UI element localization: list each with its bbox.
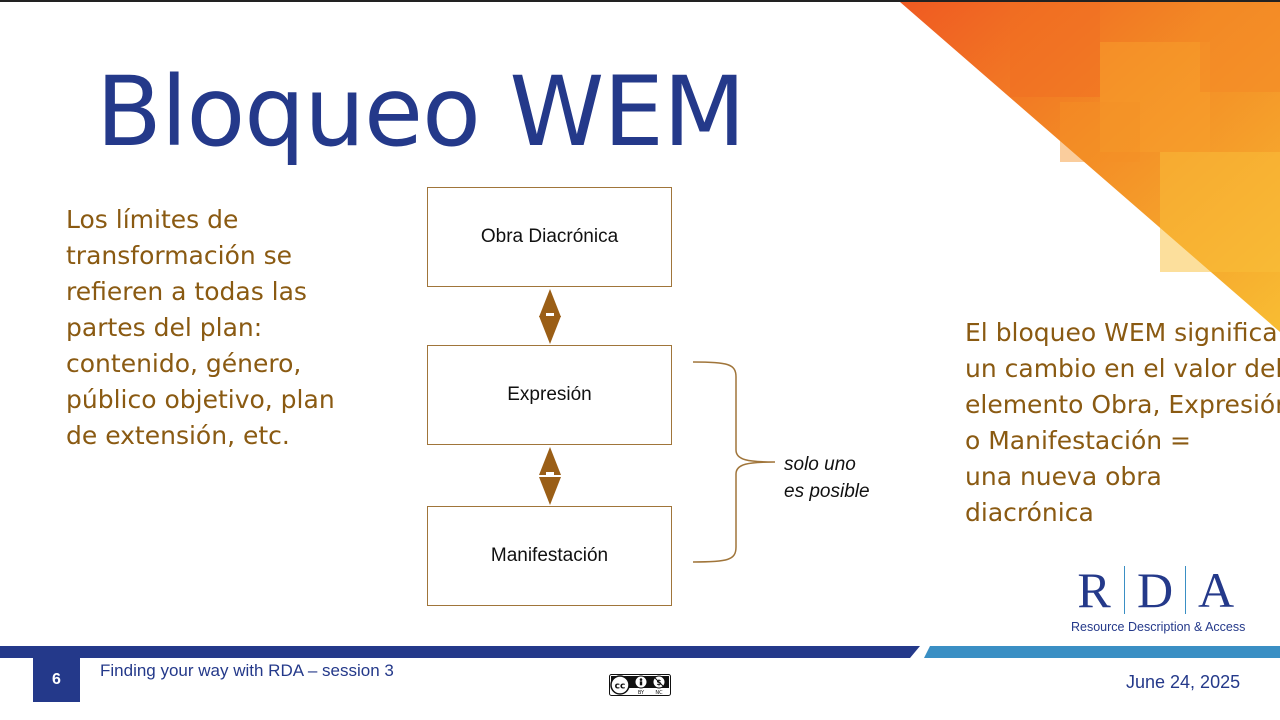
right-line: o Manifestación = (965, 426, 1191, 455)
logo-separator (1185, 566, 1186, 614)
right-line: una nueva obra (965, 462, 1162, 491)
logo-separator (1124, 566, 1125, 614)
rda-logo: R D A Resource Description & Access (1068, 562, 1258, 634)
svg-text:NC: NC (655, 690, 663, 696)
rda-logo-letters: R D A (1068, 562, 1258, 618)
left-description: Los límites de transformación se refiere… (66, 205, 335, 450)
page-number: 6 (33, 658, 80, 702)
double-arrow-2 (539, 447, 561, 505)
presentation-date: June 24, 2025 (1126, 672, 1241, 692)
rda-logo-subtitle: Resource Description & Access (1071, 620, 1246, 634)
note-line: es posible (784, 481, 870, 502)
right-line: diacrónica (965, 498, 1094, 527)
curly-brace (692, 361, 776, 563)
slide-title: Bloqueo WEM (96, 56, 746, 168)
logo-letter-d: D (1136, 562, 1174, 618)
session-title: Finding your way with RDA – session 3 (100, 661, 394, 680)
cc-license-icon: cc $ BY NC (609, 674, 671, 696)
right-description: El bloqueo WEM significa: un cambio en e… (965, 315, 1280, 531)
logo-letter-r: R (1077, 562, 1111, 618)
diagram-box-obra: Obra Diacrónica (427, 187, 672, 287)
double-arrow-1 (539, 289, 561, 344)
right-line: elemento Obra, Expresión (965, 390, 1280, 419)
note-line: solo uno (784, 454, 856, 475)
svg-text:cc: cc (615, 682, 626, 692)
diagram-box-expresion: Expresión (427, 345, 672, 445)
diagram-box-manifestacion: Manifestación (427, 506, 672, 606)
logo-letter-a: A (1197, 562, 1235, 618)
right-line: un cambio en el valor del (965, 354, 1280, 383)
svg-text:BY: BY (638, 690, 645, 696)
brace-note: solo uno es posible (784, 451, 870, 505)
right-line: El bloqueo WEM significa: (965, 318, 1280, 347)
